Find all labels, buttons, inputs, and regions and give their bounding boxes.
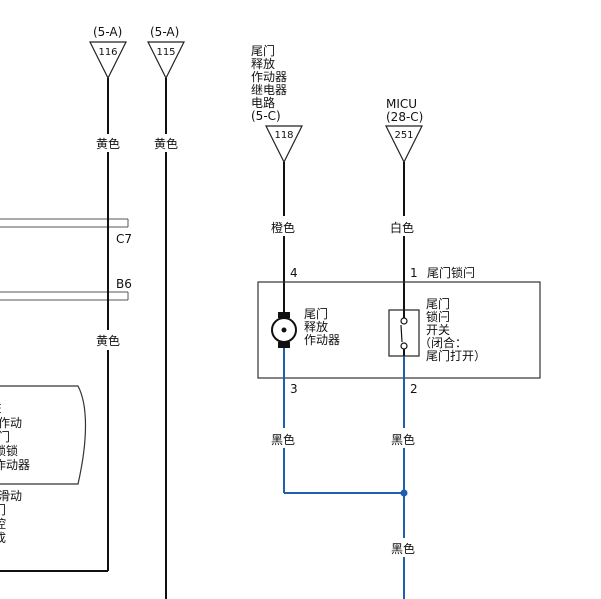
latch-switch-icon: [388, 309, 420, 357]
left-module-lower-0: 滑动: [0, 489, 22, 503]
wire-251-color: 白色: [390, 220, 414, 235]
pin-3-label: 3: [290, 382, 298, 396]
ground-wires: [283, 348, 405, 599]
left-module-line-4: 作动器: [0, 458, 30, 472]
left-module-line-1: 作动: [0, 416, 22, 430]
connector-116-ref: (5-A): [93, 25, 122, 39]
wire-116-mid-color: 黄色: [96, 334, 120, 348]
connector-118-triangle: [265, 125, 303, 164]
left-module-lower-3: 成: [0, 531, 6, 545]
connector-251-desc: MICU: [386, 97, 417, 111]
connector-b6-label: B6: [116, 277, 132, 291]
connector-118-desc-3: 继电器: [251, 83, 287, 97]
connector-115-number: 115: [156, 47, 175, 58]
connector-118-number: 118: [274, 130, 293, 141]
wire-116: [0, 78, 109, 572]
connector-251-number: 251: [394, 130, 413, 141]
switch-line-4: 尾门打开）: [426, 348, 486, 363]
pin-2-label: 2: [410, 382, 418, 396]
connector-251-ref: (28-C): [386, 110, 423, 124]
switch-line-1: 锁闩: [426, 309, 450, 324]
actuator-motor-icon: [271, 312, 297, 348]
left-module-line-2: 门: [0, 429, 10, 444]
left-module-lower-1: 门: [0, 502, 6, 517]
connector-251-triangle: [385, 125, 423, 164]
actuator-line-0: 尾门: [304, 306, 328, 321]
left-harness-lines: [0, 218, 129, 301]
actuator-line-2: 作动器: [304, 333, 340, 347]
tailgate-component-box: [257, 281, 541, 379]
connector-115-triangle: [147, 41, 185, 80]
pin-1-label: 1: [410, 266, 418, 280]
connector-116-triangle: [89, 41, 127, 80]
connector-118-desc-2: 作动器: [251, 70, 287, 84]
wire-115-top-color: 黄色: [154, 137, 178, 151]
switch-label: 尾门 锁闩 开关 （闭合： 尾门打开）: [419, 296, 486, 363]
connector-118-desc-0: 尾门: [251, 43, 275, 58]
connector-c7-label: C7: [116, 232, 132, 246]
connector-118-desc-1: 释放: [251, 56, 275, 71]
left-module-line-0: E: [0, 402, 2, 416]
wire-pin3-color: 黑色: [271, 433, 295, 447]
connector-118-desc-4: 电路: [251, 95, 275, 110]
actuator-label: 尾门 释放 作动器: [304, 306, 340, 347]
left-module-box: [0, 385, 87, 485]
wire-118-color: 橙色: [271, 220, 295, 235]
ground-junction: [400, 489, 408, 497]
left-module-lower-2: 控: [0, 517, 6, 531]
left-module-line-3: 锁锁: [0, 443, 18, 458]
actuator-line-1: 释放: [304, 319, 328, 334]
connector-115-ref: (5-A): [150, 25, 179, 39]
wire-116-top-color: 黄色: [96, 137, 120, 151]
connector-118-description: 尾门 释放 作动器 继电器 电路 (5-C): [251, 43, 287, 123]
switch-line-0: 尾门: [426, 296, 450, 311]
left-module-labels: E 作动 门 锁锁 作动器 滑动 门 控 成: [0, 402, 30, 545]
connector-118-ref: (5-C): [251, 109, 281, 123]
switch-line-2: 开关: [426, 323, 450, 337]
wire-ground-color: 黑色: [391, 542, 415, 556]
pin-1-desc: 尾门锁闩: [427, 265, 475, 280]
wire-pin2-color: 黑色: [391, 433, 415, 447]
switch-line-3: （闭合：: [419, 335, 467, 350]
connector-116-number: 116: [98, 47, 117, 58]
pin-4-label: 4: [290, 266, 298, 280]
